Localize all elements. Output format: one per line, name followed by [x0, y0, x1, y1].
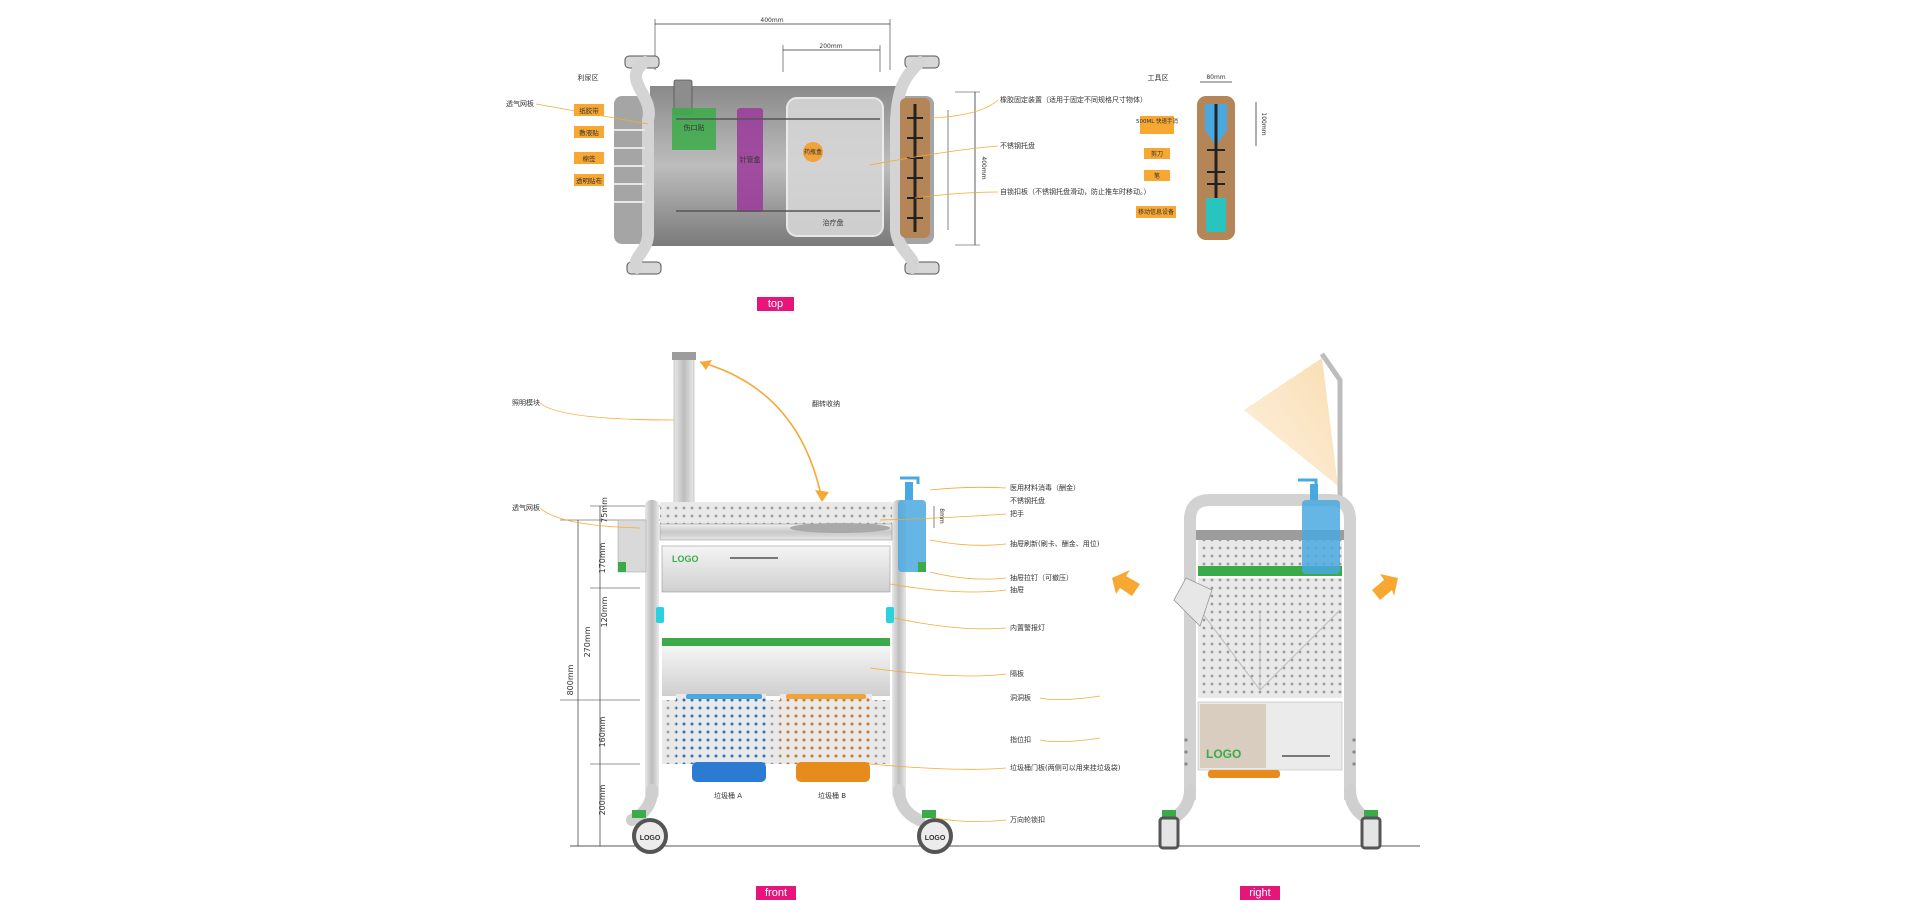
wheel-logo-left: LOGO — [640, 835, 661, 842]
front-note-left-1: 透气网板 — [512, 503, 540, 512]
front-note-11: 万向轮锁扣 — [1010, 815, 1045, 824]
tool-box-0-text: 500ML 快速手消 — [1136, 117, 1179, 125]
front-note-10: 垃圾桶门板(两侧可以用来挂垃圾袋) — [1010, 763, 1121, 772]
front-note-0: 医用材料消毒（酬金） — [1010, 483, 1080, 492]
dim-depth: 400mm — [980, 156, 987, 179]
zone-right-label: 工具区 — [1148, 74, 1169, 82]
left-box-1: 敷液贴 — [574, 126, 604, 138]
bin-b-label: 垃圾桶 B — [818, 791, 846, 800]
hand-dim: 8mm — [938, 508, 945, 524]
tray-orange-label: 药瓶盒 — [804, 148, 822, 156]
left-rail-note: 透气网板 — [506, 99, 534, 108]
dim-800: 800mm — [566, 664, 575, 695]
tag-right: right — [1240, 886, 1280, 900]
left-box-0: 纸胶带 — [574, 104, 604, 116]
front-note-left-0: 照明模块 — [512, 398, 540, 407]
front-note-9: 指位扣 — [1010, 735, 1031, 744]
tool-box-2: 笔 — [1144, 170, 1170, 181]
front-note-6: 内置警报灯 — [1010, 623, 1045, 632]
tool-box-3-text: 移动信息设备 — [1138, 208, 1174, 216]
tray-purple-label: 针管盒 — [740, 155, 761, 164]
top-note-2: 自锁扣板（不锈钢托盘滑动，防止推车时移动。） — [1000, 187, 1151, 196]
right-view: LOGO — [1112, 352, 1398, 850]
dim-tool-height: 100mm — [1260, 112, 1267, 135]
front-note-4: 抽屉拉钉（可撤压） — [1010, 573, 1073, 582]
right-logo: LOGO — [1206, 747, 1241, 761]
tag-top: top — [757, 297, 794, 311]
tray-big-label: 治疗盘 — [823, 218, 844, 227]
top-view: 400mm 200mm 400mm 伤口贴 针管盒 — [506, 17, 1267, 275]
front-note-8: 洞洞板 — [1010, 693, 1031, 702]
top-note-1: 不锈钢托盘 — [1000, 141, 1035, 150]
front-note-7: 隔板 — [1010, 669, 1024, 678]
front-view: 75mm 170mm 120mm 270mm 800mm 160mm 200mm… — [512, 352, 1420, 854]
bin-a-label: 垃圾桶 A — [714, 791, 742, 800]
dim-75: 75mm — [600, 497, 609, 523]
left-box-2: 棉签 — [574, 152, 604, 164]
dim-width: 400mm — [760, 17, 783, 24]
left-box-0-text: 纸胶带 — [579, 106, 599, 115]
wheel-logo-right: LOGO — [925, 835, 946, 842]
tag-front: front — [756, 886, 796, 900]
front-note-1: 不锈钢托盘 — [1010, 496, 1045, 505]
tool-box-0: 500ML 快速手消 — [1136, 116, 1179, 134]
tool-box-2-text: 笔 — [1154, 172, 1160, 180]
flip-note: 翻转收纳 — [812, 399, 840, 408]
zone-left-label: 利尿区 — [578, 73, 599, 82]
tool-box-1-text: 剪刀 — [1151, 150, 1163, 158]
tool-box-3: 移动信息设备 — [1136, 206, 1176, 218]
left-box-3: 透明贴布 — [574, 174, 604, 186]
dim-tool-width: 80mm — [1206, 74, 1225, 81]
front-note-3: 抽屉刷新(刷卡、酬金、用位) — [1010, 539, 1100, 548]
left-box-3-text: 透明贴布 — [576, 176, 603, 185]
dim-270: 270mm — [583, 626, 592, 657]
dim-160: 160mm — [598, 716, 607, 747]
dim-tray: 200mm — [819, 43, 842, 50]
dim-170: 170mm — [598, 542, 607, 573]
left-box-2-text: 棉签 — [583, 154, 597, 163]
tool-box-1: 剪刀 — [1144, 148, 1170, 159]
dim-200: 200mm — [598, 784, 607, 815]
top-note-0: 橡胶固定装置（适用于固定不同规格尺寸物体） — [1000, 95, 1147, 104]
tray-green-label: 伤口贴 — [684, 123, 705, 132]
dim-120: 120mm — [600, 596, 609, 627]
front-notes-right: 医用材料消毒（酬金） 不锈钢托盘 把手 抽屉刷新(刷卡、酬金、用位) 抽屉拉钉（… — [869, 483, 1121, 824]
front-logo: LOGO — [672, 554, 699, 564]
front-note-5: 抽屉 — [1010, 585, 1024, 594]
front-note-2: 把手 — [1010, 509, 1024, 518]
left-box-1-text: 敷液贴 — [579, 128, 599, 137]
